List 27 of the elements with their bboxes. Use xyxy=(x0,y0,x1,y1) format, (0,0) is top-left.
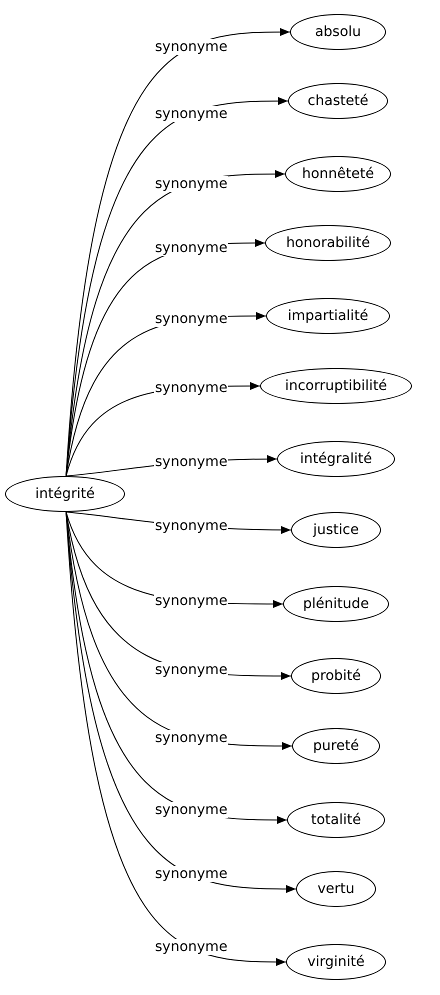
edge-label: synonyme xyxy=(154,106,228,122)
edge-label: synonyme xyxy=(154,802,228,818)
ellipse-node: intégralité xyxy=(277,441,395,477)
ellipse-node: intégrité xyxy=(5,476,125,512)
ellipse-node: chasteté xyxy=(288,83,388,119)
ellipse-node: vertu xyxy=(296,871,376,907)
arrow xyxy=(66,512,296,893)
edge-label: synonyme xyxy=(154,939,228,956)
ellipse-node: honnêteté xyxy=(285,156,391,192)
edge-label: synonyme xyxy=(154,662,228,678)
edge-label: synonyme xyxy=(154,39,228,56)
edge-label: synonyme xyxy=(154,176,228,192)
arrow xyxy=(66,512,286,966)
ellipse-node: justice xyxy=(291,512,381,548)
ellipse-node: pureté xyxy=(292,728,380,764)
edge-label: synonyme xyxy=(154,866,228,882)
arrow xyxy=(66,97,288,476)
ellipse-node: totalité xyxy=(287,802,385,838)
edge-label: synonyme xyxy=(154,730,228,746)
ellipse-node: honorabilité xyxy=(265,225,391,261)
edge-label: synonyme xyxy=(154,593,228,610)
ellipse-node: absolu xyxy=(290,14,386,50)
ellipse-node: impartialité xyxy=(266,298,390,334)
ellipse-node: incorruptibilité xyxy=(260,368,412,404)
ellipse-node: probité xyxy=(291,658,381,694)
ellipse-node: plénitude xyxy=(283,586,389,622)
ellipse-node: virginité xyxy=(286,944,386,980)
